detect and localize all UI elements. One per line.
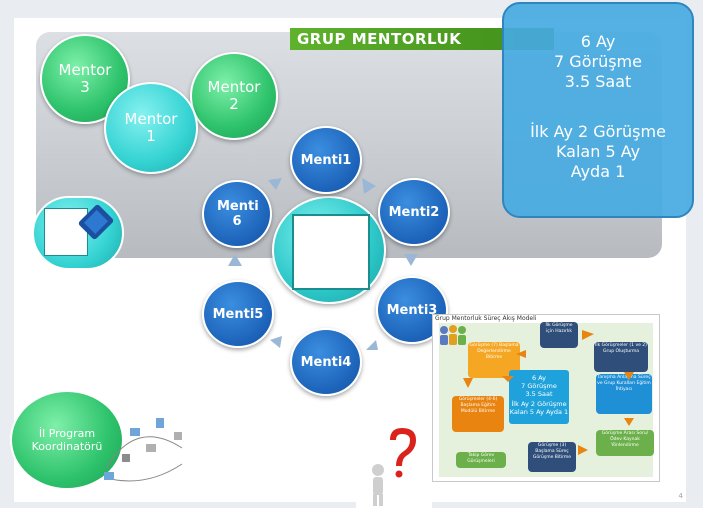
coordinator-line-2: Koordinatörü xyxy=(31,440,103,453)
menti-4-circle: Menti4 xyxy=(290,328,362,396)
info-line-7: Ayda 1 xyxy=(570,162,626,181)
flow-step-4: Görüşme Arası Soru/Ödev Kaynak Yönlendir… xyxy=(596,430,654,456)
badge-circle xyxy=(32,196,124,270)
title-bar xyxy=(290,28,554,50)
flow-step-5: Görüşme (3) Başlama Süreç Görüşme Bitirm… xyxy=(528,442,576,472)
flow-center-line-3: 3.5 Saat xyxy=(525,390,553,398)
flow-arrow-7 xyxy=(502,376,514,382)
info-box: 6 Ay 7 Görüşme 3.5 Saat İlk Ay 2 Görüşme… xyxy=(502,2,694,218)
badge-square xyxy=(44,208,88,256)
arrow-6-to-1 xyxy=(268,178,282,190)
coordinator-line-1: İl Program xyxy=(38,427,96,440)
flow-arrow-4 xyxy=(578,445,588,455)
arrow-2-to-3 xyxy=(404,254,418,266)
flow-step-3: Tanışma Anlaşma Süreç ve Grup Kuralları … xyxy=(596,374,652,414)
info-line-2: 7 Görüşme xyxy=(554,52,642,71)
mentor-1-number: 1 xyxy=(146,127,156,145)
mentor-3-number: 3 xyxy=(80,78,90,96)
mentor-2-label: Mentor xyxy=(207,78,261,96)
flow-arrow-2 xyxy=(624,372,634,380)
menti-6-label: Menti 6 xyxy=(217,199,259,229)
question-figure xyxy=(356,426,432,508)
tablet-icon xyxy=(78,204,114,240)
flow-arrows xyxy=(463,330,634,455)
flow-arrow-3 xyxy=(624,418,634,426)
flow-center-line-4: İlk Ay 2 Görüşme xyxy=(511,400,567,408)
menti-5-circle: Menti5 xyxy=(202,280,274,348)
menti-5-label: Menti5 xyxy=(212,306,264,322)
arrow-4-to-5 xyxy=(270,336,282,348)
menti-2-label: Menti2 xyxy=(388,204,440,220)
arrow-5-to-6 xyxy=(228,254,242,266)
mentor-3-label: Mentor xyxy=(58,61,112,79)
flow-arrow-1 xyxy=(582,330,594,340)
flow-step-6: Takip Görev Görüşmeleri xyxy=(456,452,506,468)
flow-step-8: Görüşme (7) Başlama Değerlendirme Bitirm… xyxy=(468,342,520,378)
center-circle xyxy=(272,196,386,304)
flow-step-2: İlk Görüşmeler (1 ve 2) Grup Oluşturma xyxy=(594,342,648,372)
flow-arrow-6 xyxy=(516,350,526,358)
flow-center-line-2: 7 Görüşme xyxy=(521,382,557,390)
mentor-1-label: Mentor xyxy=(124,110,178,128)
flow-card-title: Grup Mentorluk Süreç Akış Modeli xyxy=(435,315,537,322)
info-line-5: İlk Ay 2 Görüşme xyxy=(530,122,666,141)
center-image-placeholder xyxy=(292,214,370,290)
mentor-2-number: 2 xyxy=(229,95,239,113)
menti-6-circle: Menti 6 xyxy=(202,180,272,248)
info-line-6: Kalan 5 Ay xyxy=(555,142,641,161)
menti-3-circle: Menti3 xyxy=(376,276,448,344)
arrow-1-to-2 xyxy=(362,178,376,194)
flow-center-line-5: Kalan 5 Ay Ayda 1 xyxy=(509,408,569,416)
flow-step-7: Görüşmeler (4-6) Başlama Eğitim Modülü B… xyxy=(452,396,504,432)
network-diagram-icon xyxy=(104,418,183,482)
page-number: 4 xyxy=(678,492,683,500)
flow-center-box: 6 Ay 7 Görüşme 3.5 Saat İlk Ay 2 Görüşme… xyxy=(509,370,569,424)
info-line-1: 6 Ay xyxy=(580,32,616,51)
page-title: GRUP MENTORLUK xyxy=(297,30,462,48)
info-line-3: 3.5 Saat xyxy=(564,72,632,91)
flow-step-1: İlk Görüşme için Hazırlık xyxy=(540,322,578,348)
arrow-3-to-4 xyxy=(366,340,378,350)
menti-4-label: Menti4 xyxy=(300,354,352,370)
question-person-icon xyxy=(372,428,416,506)
menti-1-circle: Menti1 xyxy=(290,126,362,194)
flow-center-line-1: 6 Ay xyxy=(531,374,547,382)
menti-1-label: Menti1 xyxy=(300,152,352,168)
flow-arrow-5 xyxy=(463,378,473,388)
group-people-icon xyxy=(440,325,466,345)
menti-2-circle: Menti2 xyxy=(378,178,450,246)
menti-3-label: Menti3 xyxy=(386,302,438,318)
